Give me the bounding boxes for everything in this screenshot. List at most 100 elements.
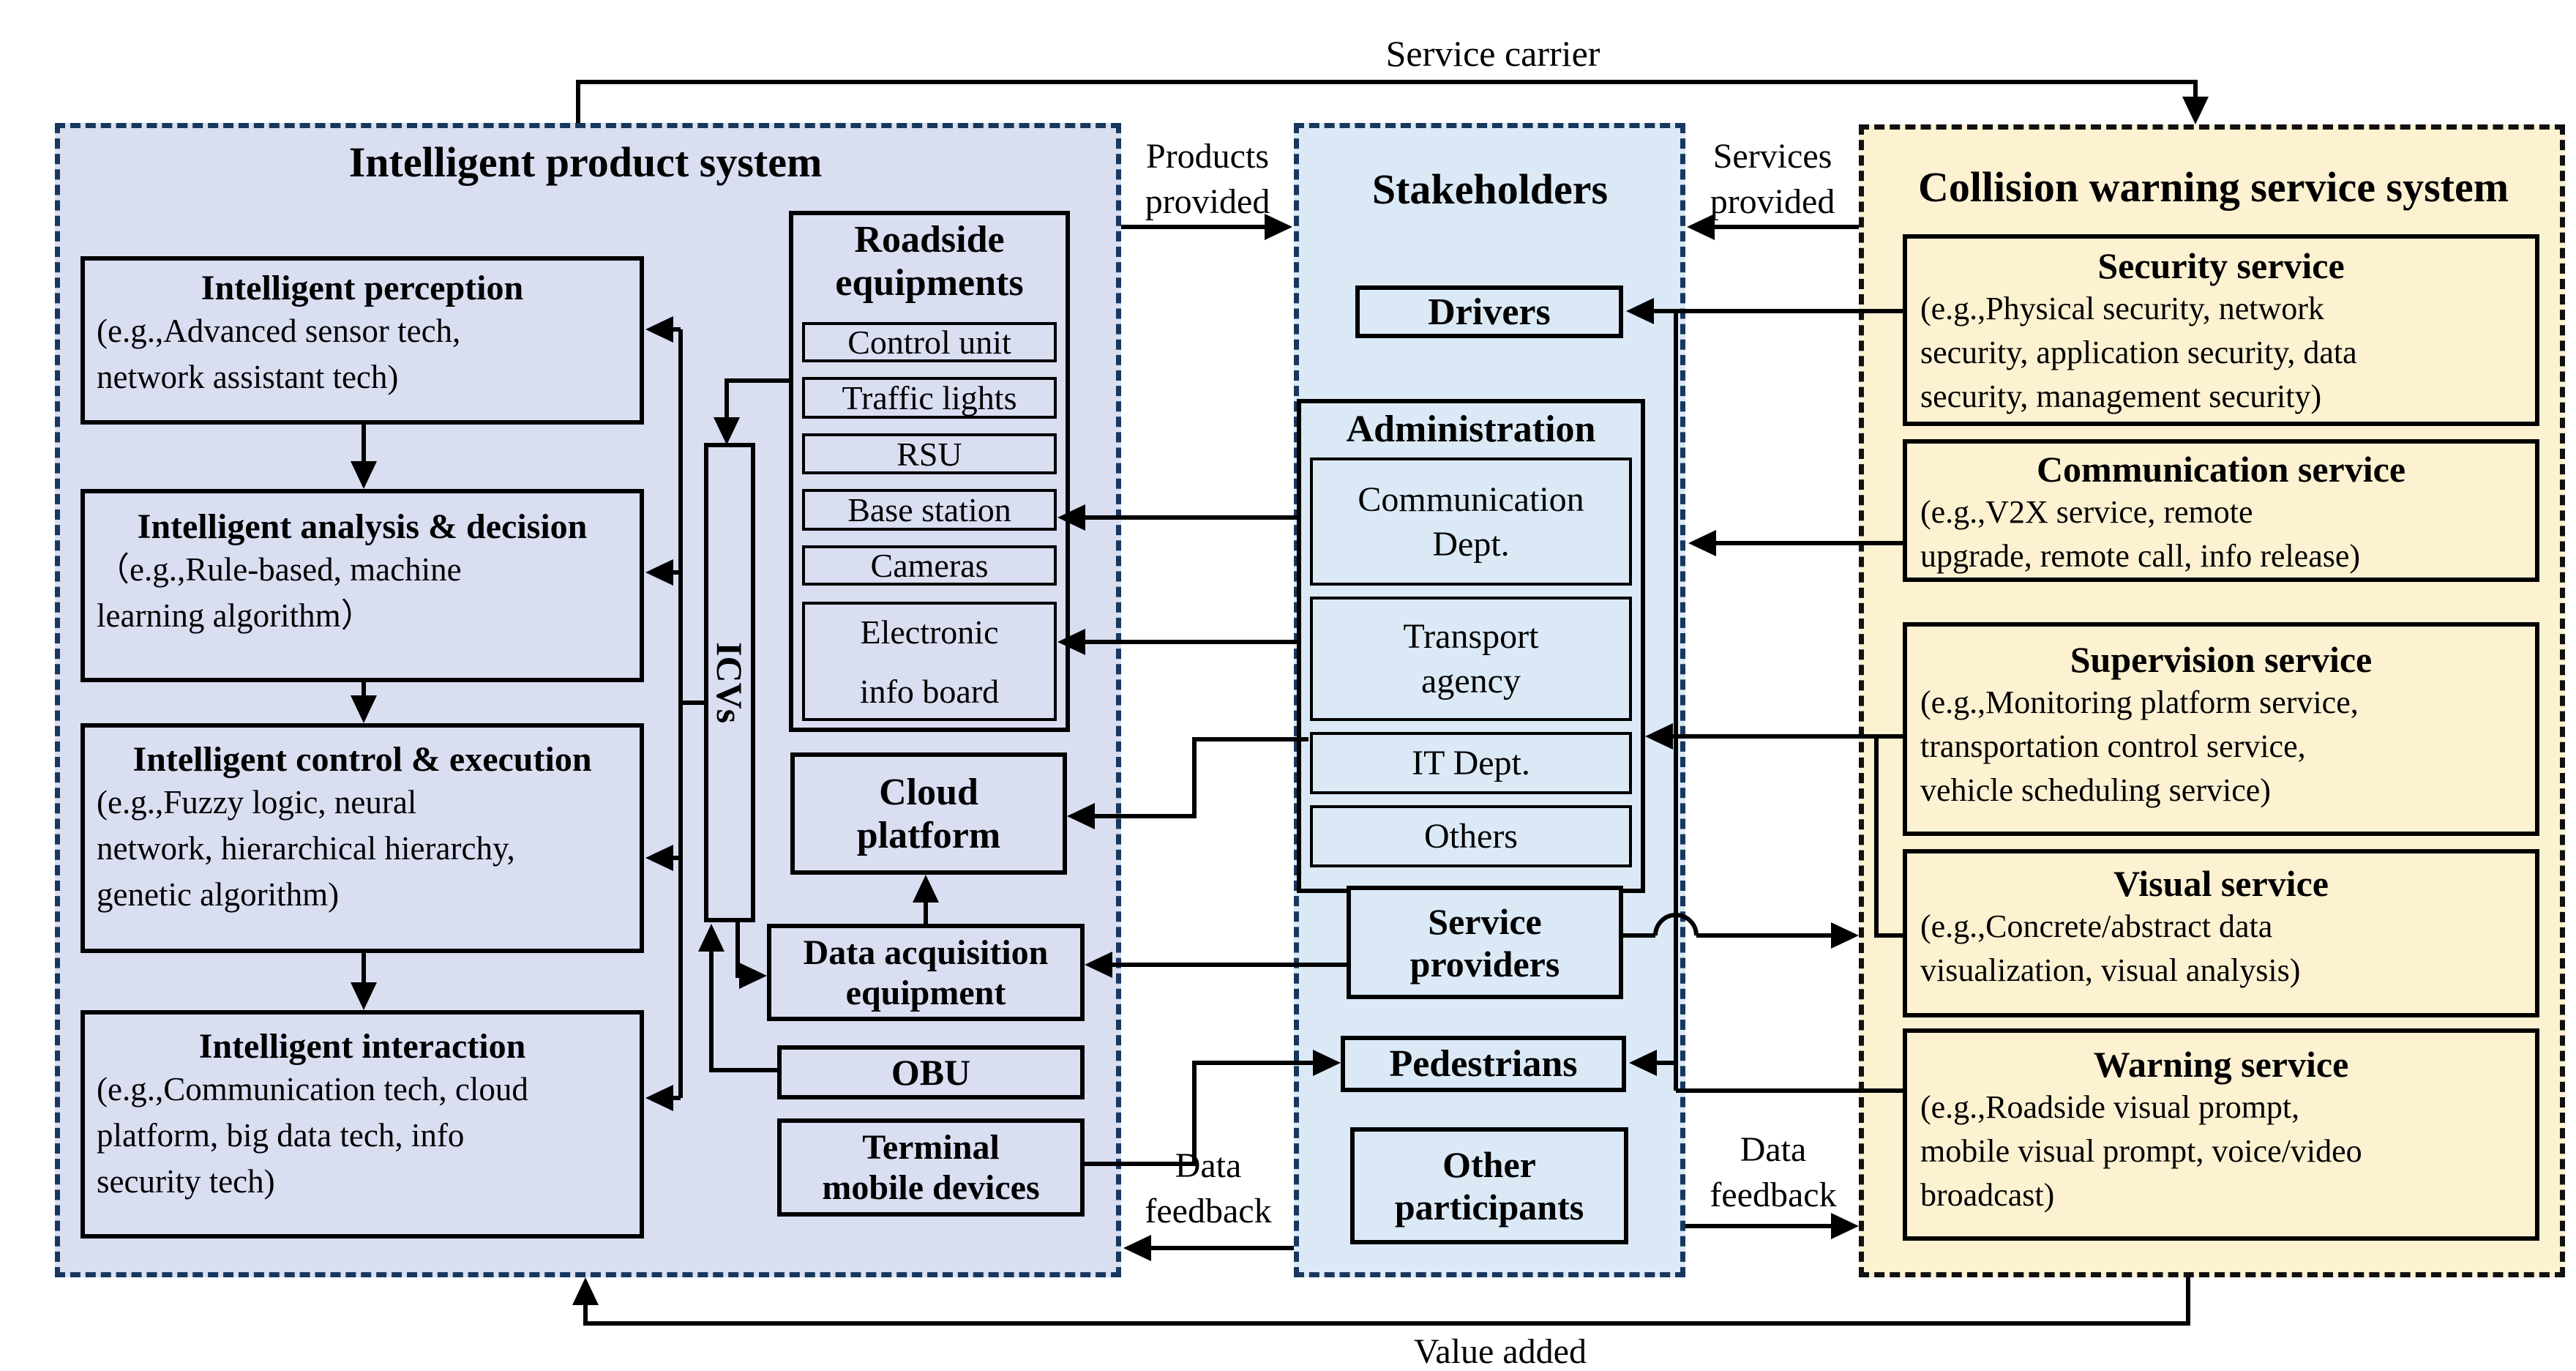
services-provided-line: provided bbox=[1710, 182, 1835, 221]
data-feedback-left-label: Data feedback bbox=[1126, 1143, 1291, 1234]
obu-label: OBU bbox=[891, 1052, 971, 1093]
warning-service-line: mobile visual prompt, voice/video bbox=[1920, 1133, 2362, 1169]
box-visual-service: Visual service (e.g.,Concrete/abstract d… bbox=[1903, 849, 2539, 1017]
security-service-line: security, application security, data bbox=[1920, 335, 2357, 370]
control-line: genetic algorithm) bbox=[97, 876, 340, 913]
interaction-title: Intelligent interaction bbox=[198, 1027, 526, 1066]
analysis-title: Intelligent analysis & decision bbox=[137, 507, 588, 546]
perception-line: network assistant tech) bbox=[97, 359, 399, 395]
interaction-line: platform, big data tech, info bbox=[97, 1117, 465, 1154]
administration-title: Administration bbox=[1346, 408, 1596, 450]
terminal-line: mobile devices bbox=[822, 1168, 1040, 1207]
line-it-dept-to-cloud bbox=[1093, 737, 1308, 818]
cloud-line: Cloud bbox=[879, 771, 978, 813]
supervision-service-title: Supervision service bbox=[2070, 639, 2373, 680]
box-intelligent-analysis-decision: Intelligent analysis & decision （e.g.,Ru… bbox=[80, 489, 644, 682]
admin-item-others: Others bbox=[1310, 805, 1632, 867]
data-feedback-line: feedback bbox=[1710, 1176, 1837, 1214]
electronic-line: info board bbox=[859, 672, 1000, 710]
service-providers-line: Service bbox=[1428, 900, 1542, 942]
box-icvs: ICVs bbox=[704, 443, 755, 922]
box-supervision-service: Supervision service (e.g.,Monitoring pla… bbox=[1903, 622, 2539, 836]
box-intelligent-perception: Intelligent perception (e.g.,Advanced se… bbox=[80, 256, 644, 425]
box-data-acquisition-equipment: Data acquisition equipment bbox=[767, 924, 1085, 1021]
electronic-line: Electronic bbox=[860, 613, 999, 651]
transport-agency-line: Transport bbox=[1403, 617, 1539, 656]
box-administration: Administration Communication Dept. Trans… bbox=[1297, 399, 1645, 893]
roadside-item-base-station: Base station bbox=[802, 489, 1057, 531]
data-acquisition-line: equipment bbox=[845, 973, 1006, 1012]
roadside-title-line: Roadside bbox=[854, 219, 1005, 261]
supervision-service-line: vehicle scheduling service) bbox=[1920, 772, 2271, 808]
roadside-item-electronic-info-board: Electronic info board bbox=[802, 602, 1057, 721]
arrowhead-left bbox=[1688, 530, 1716, 556]
control-title: Intelligent control & execution bbox=[132, 740, 592, 779]
warning-service-line: broadcast) bbox=[1920, 1177, 2055, 1213]
box-pedestrians: Pedestrians bbox=[1341, 1036, 1626, 1092]
roadside-item-rsu: RSU bbox=[802, 433, 1057, 474]
other-participants-line: participants bbox=[1394, 1187, 1584, 1228]
other-participants-line: Other bbox=[1442, 1144, 1536, 1185]
box-communication-service: Communication service (e.g.,V2X service,… bbox=[1903, 439, 2539, 582]
arrowhead-right bbox=[1831, 922, 1859, 949]
data-feedback-line: Data bbox=[1740, 1130, 1807, 1169]
communication-dept-line: Communication bbox=[1358, 479, 1584, 519]
supervision-service-line: transportation control service, bbox=[1920, 728, 2306, 764]
data-feedback-line: Data bbox=[1175, 1146, 1242, 1185]
analysis-line: （e.g.,Rule-based, machine bbox=[97, 551, 462, 588]
pedestrians-label: Pedestrians bbox=[1389, 1043, 1578, 1085]
visual-service-title: Visual service bbox=[2113, 863, 2329, 904]
control-line: (e.g.,Fuzzy logic, neural bbox=[97, 784, 417, 821]
admin-item-communication-dept: Communication Dept. bbox=[1310, 457, 1632, 586]
box-intelligent-interaction: Intelligent interaction (e.g.,Communicat… bbox=[80, 1010, 644, 1239]
box-cloud-platform: Cloud platform bbox=[790, 752, 1067, 875]
box-roadside-equipments: Roadside equipments Control unit Traffic… bbox=[789, 211, 1070, 732]
security-service-line: (e.g.,Physical security, network bbox=[1920, 291, 2324, 326]
transport-agency-line: agency bbox=[1421, 662, 1521, 701]
box-terminal-mobile-devices: Terminal mobile devices bbox=[777, 1118, 1085, 1217]
products-provided-line: Products bbox=[1146, 137, 1269, 176]
drivers-label: Drivers bbox=[1428, 291, 1551, 333]
box-intelligent-control-execution: Intelligent control & execution (e.g.,Fu… bbox=[80, 723, 644, 953]
service-carrier-label: Service carrier bbox=[1385, 33, 1600, 74]
security-service-line: security, management security) bbox=[1920, 378, 2322, 414]
analysis-line: learning algorithm） bbox=[97, 597, 374, 634]
line-value-added bbox=[583, 1277, 2190, 1326]
supervision-service-line: (e.g.,Monitoring platform service, bbox=[1920, 684, 2359, 720]
terminal-line: Terminal bbox=[862, 1128, 1000, 1167]
data-acquisition-line: Data acquisition bbox=[803, 933, 1049, 972]
warning-service-title: Warning service bbox=[2093, 1044, 2349, 1085]
data-feedback-line: feedback bbox=[1145, 1192, 1272, 1230]
admin-item-transport-agency: Transport agency bbox=[1310, 597, 1632, 721]
data-feedback-right-label: Data feedback bbox=[1690, 1127, 1856, 1218]
control-line: network, hierarchical hierarchy, bbox=[97, 830, 515, 867]
box-security-service: Security service (e.g.,Physical security… bbox=[1903, 234, 2539, 426]
box-warning-service: Warning service (e.g.,Roadside visual pr… bbox=[1903, 1028, 2539, 1241]
products-provided-line: provided bbox=[1145, 182, 1270, 221]
interaction-line: (e.g.,Communication tech, cloud bbox=[97, 1071, 528, 1107]
box-obu: OBU bbox=[777, 1045, 1085, 1099]
service-panel-title: Collision warning service system bbox=[1917, 163, 2509, 211]
cloud-line: platform bbox=[856, 814, 1001, 856]
roadside-item-traffic-lights: Traffic lights bbox=[802, 377, 1057, 419]
warning-service-line: (e.g.,Roadside visual prompt, bbox=[1920, 1089, 2300, 1125]
services-provided-line: Services bbox=[1712, 137, 1832, 176]
icvs-label: ICVs bbox=[709, 641, 750, 724]
communication-service-line: upgrade, remote call, info release) bbox=[1920, 538, 2361, 574]
communication-service-line: (e.g.,V2X service, remote bbox=[1920, 494, 2253, 530]
communication-service-title: Communication service bbox=[2036, 449, 2406, 490]
box-service-providers: Service providers bbox=[1347, 886, 1623, 999]
value-added-label: Value added bbox=[1414, 1332, 1587, 1371]
products-provided-label: Products provided bbox=[1124, 134, 1291, 225]
interaction-line: security tech) bbox=[97, 1163, 275, 1200]
roadside-item-cameras: Cameras bbox=[802, 545, 1057, 586]
perception-title: Intelligent perception bbox=[201, 269, 524, 307]
line-service-carrier bbox=[576, 80, 2198, 123]
arrowhead-up bbox=[572, 1277, 599, 1305]
box-other-participants: Other participants bbox=[1350, 1127, 1628, 1244]
arrowhead-down bbox=[2182, 97, 2209, 124]
roadside-item-control-unit: Control unit bbox=[802, 322, 1057, 362]
services-provided-label: Services provided bbox=[1689, 134, 1856, 225]
admin-item-it-dept: IT Dept. bbox=[1310, 732, 1632, 794]
